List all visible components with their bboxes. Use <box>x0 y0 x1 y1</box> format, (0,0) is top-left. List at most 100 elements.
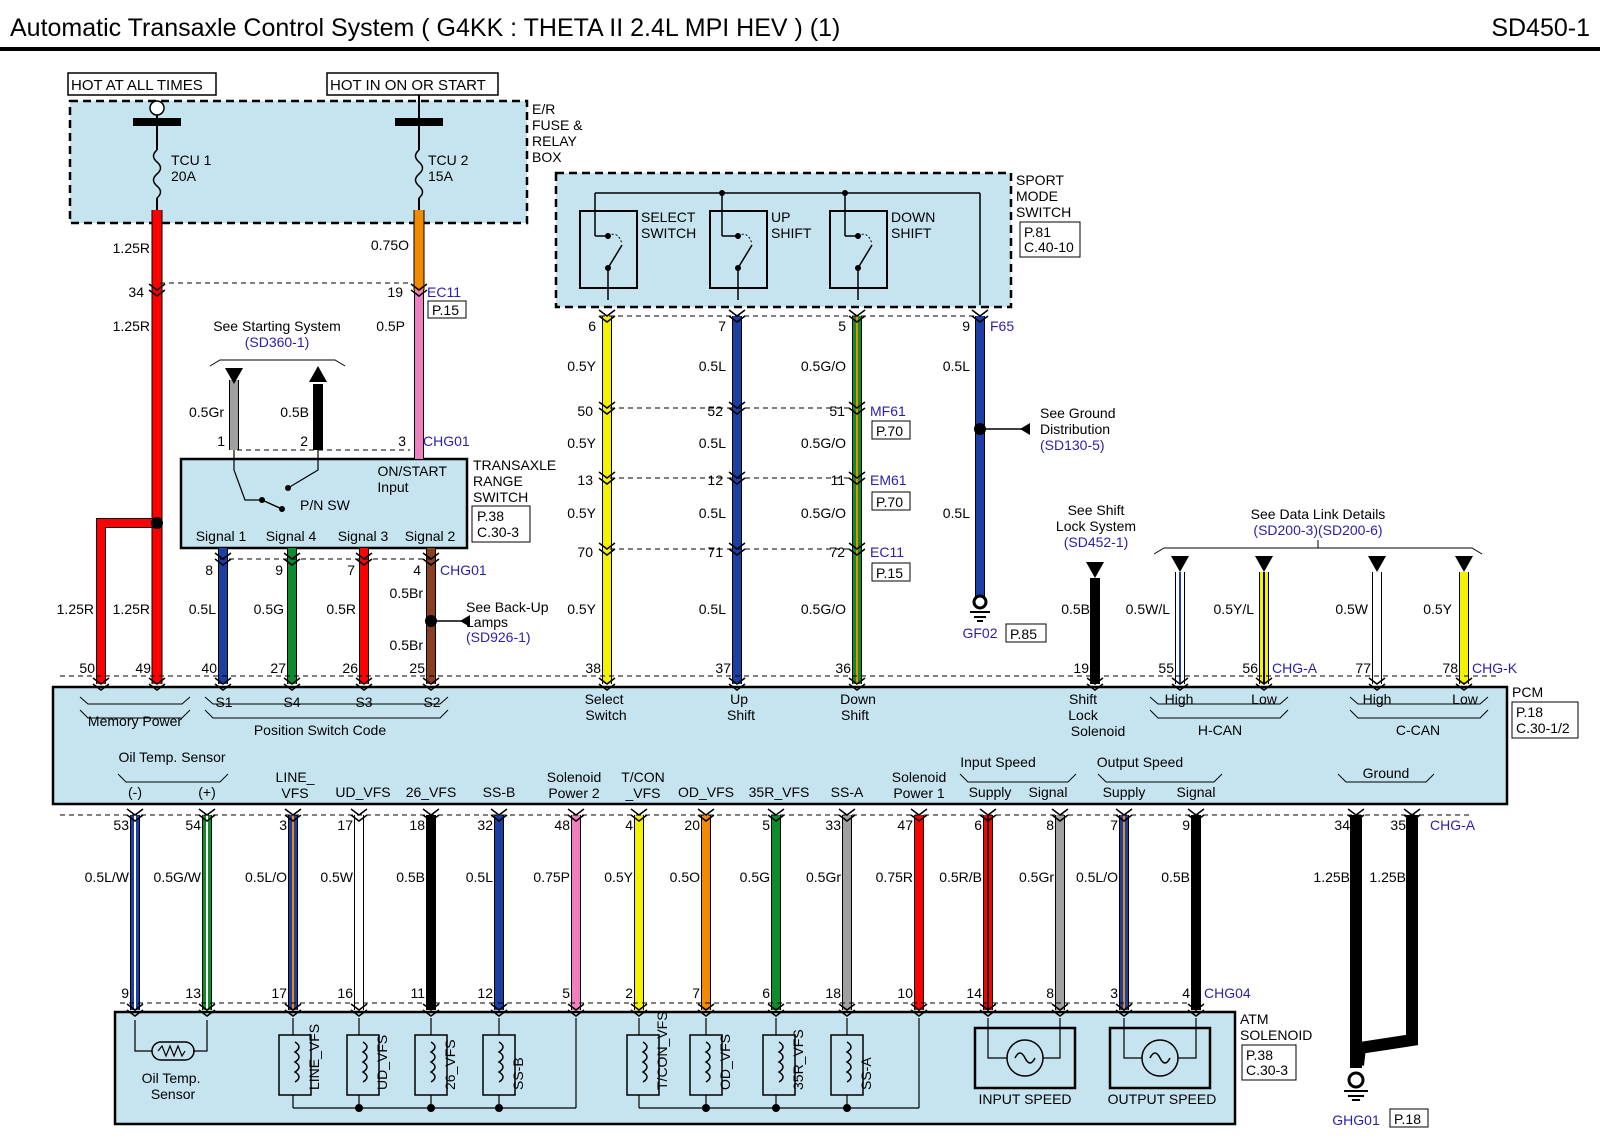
wire-label: 0.5Gr <box>189 404 224 420</box>
wire-label: 0.5B <box>280 404 309 420</box>
page-ref-box <box>427 300 467 319</box>
hot-all-box <box>67 72 217 96</box>
junction-dot <box>355 1104 363 1112</box>
switch-action <box>607 233 623 245</box>
fuse-box-label: E/R FUSE & RELAY BOX <box>532 101 586 165</box>
connector-chevron <box>148 683 166 691</box>
switch-wire <box>287 450 319 489</box>
connector-chevron <box>1368 677 1386 685</box>
pin-label: 3 <box>279 817 287 833</box>
pcm-label: PCM <box>1512 684 1543 700</box>
connector-chevron <box>490 1009 508 1017</box>
wire-label: 0.5W <box>1335 601 1368 617</box>
signal-label: Signal <box>1177 784 1216 800</box>
code-label: S2 <box>423 694 440 710</box>
connector-chevron <box>567 814 585 822</box>
mid-section: 0.5Y 0.5L 0.5G/O 0.5L 50 52 51 MF61 P.70… <box>567 358 1116 643</box>
function-label: SS-A <box>831 784 864 800</box>
coil-winding <box>429 1041 436 1083</box>
junction-dot <box>495 1104 503 1112</box>
connector-chevron <box>1171 683 1189 691</box>
sport-mode-ref: P.81 C.40-10 <box>1024 224 1074 255</box>
connector-chevron <box>126 814 144 822</box>
signal-label: Signal <box>1029 784 1068 800</box>
wire-label: 0.5L <box>943 505 970 521</box>
hot-all-label: HOT AT ALL TIMES <box>71 77 203 94</box>
bracket <box>1149 696 1289 705</box>
page-ref: P.15 <box>432 302 459 318</box>
pin-label: 10 <box>897 985 913 1001</box>
pin-label: 78 <box>1442 660 1458 676</box>
function-label: _VFS <box>624 785 660 801</box>
connector-chevron <box>198 1009 216 1017</box>
connector-chevron <box>728 407 746 415</box>
panels <box>51 99 1509 1126</box>
bracket <box>1097 773 1223 783</box>
connector-chevron <box>567 808 585 816</box>
page-ref-box <box>871 491 911 511</box>
function-label: UD_VFS <box>335 784 390 800</box>
coil-label: UD_VFS <box>374 1035 390 1090</box>
atm-solenoid-section: ATM SOLENOID P.38 C.30-3 Oil Temp. Senso… <box>142 1011 1429 1128</box>
wire-label: 0.5Y <box>567 505 596 521</box>
pin-label: 12 <box>477 985 493 1001</box>
oil-pin-label: (+) <box>198 784 216 800</box>
connector-chevron <box>283 558 301 566</box>
connector-chevron <box>1051 808 1069 816</box>
pin-label: 5 <box>838 318 846 334</box>
connector-chevron <box>848 401 866 409</box>
connector-chevron <box>630 808 648 816</box>
memory-power-label: Memory Power <box>88 713 182 729</box>
pin-label: 6 <box>588 318 596 334</box>
connector-chevron <box>422 1003 440 1011</box>
pin-label: 16 <box>337 985 353 1001</box>
junction-dot <box>772 1104 780 1112</box>
connector-chevron <box>350 1003 368 1011</box>
pin-label: 8 <box>1046 985 1054 1001</box>
page-ref-box <box>1241 1044 1297 1081</box>
pin-label: 49 <box>135 660 151 676</box>
speed-sensor-wave <box>1149 1052 1171 1064</box>
signal-label: Signal 2 <box>405 528 456 544</box>
connector-chevron <box>422 1009 440 1017</box>
connector-chevron <box>767 808 785 816</box>
datalink-ref: (SD200-3)(SD200-6) <box>1253 522 1382 538</box>
pin-label: 9 <box>275 562 283 578</box>
connector-chevron <box>767 1009 785 1017</box>
atm-solenoid-box <box>113 1010 1237 1126</box>
connector-label: CHG01 <box>440 562 487 578</box>
coil-frame <box>346 1034 380 1096</box>
pin-label: 36 <box>835 660 851 676</box>
pin-label: 1 <box>217 433 225 449</box>
pin-label: 11 <box>410 985 425 1001</box>
connector-chevron <box>198 808 216 816</box>
coil-label: LINE_VFS <box>306 1024 322 1090</box>
pin-label: 17 <box>337 817 353 833</box>
connector-chevron <box>979 814 997 822</box>
coil-frame <box>626 1034 660 1096</box>
can-label: Low <box>1452 691 1479 707</box>
wire-label: 1.25R <box>113 601 150 617</box>
connector-chevron <box>697 1009 715 1017</box>
oil-pin-label: (-) <box>128 784 142 800</box>
wire-label: 0.5Br <box>390 637 424 653</box>
function-label: VFS <box>281 785 308 801</box>
fuse-symbol <box>152 149 162 199</box>
connector-chevron <box>1086 683 1104 691</box>
select-switch-pcm: Select Switch <box>585 691 628 723</box>
connector-chevron <box>284 808 302 816</box>
connector-chevron <box>284 1003 302 1011</box>
wire-label: 0.5L <box>699 358 726 374</box>
wire-label: 1.25B <box>1369 869 1406 885</box>
speed-sensor-frame <box>1108 1026 1212 1090</box>
pcm-ref: P.18 C.30-1/2 <box>1516 704 1570 736</box>
pin-label: 56 <box>1242 660 1258 676</box>
can-label: High <box>1165 691 1194 707</box>
pin-label: 7 <box>1110 817 1118 833</box>
oil-sensor-label: Oil Temp. Sensor <box>142 1070 205 1102</box>
connector-label: CHG-K <box>1472 660 1518 676</box>
connector-chevron <box>697 808 715 816</box>
connector-chevron <box>490 808 508 816</box>
coil-label: SS-B <box>510 1057 526 1090</box>
